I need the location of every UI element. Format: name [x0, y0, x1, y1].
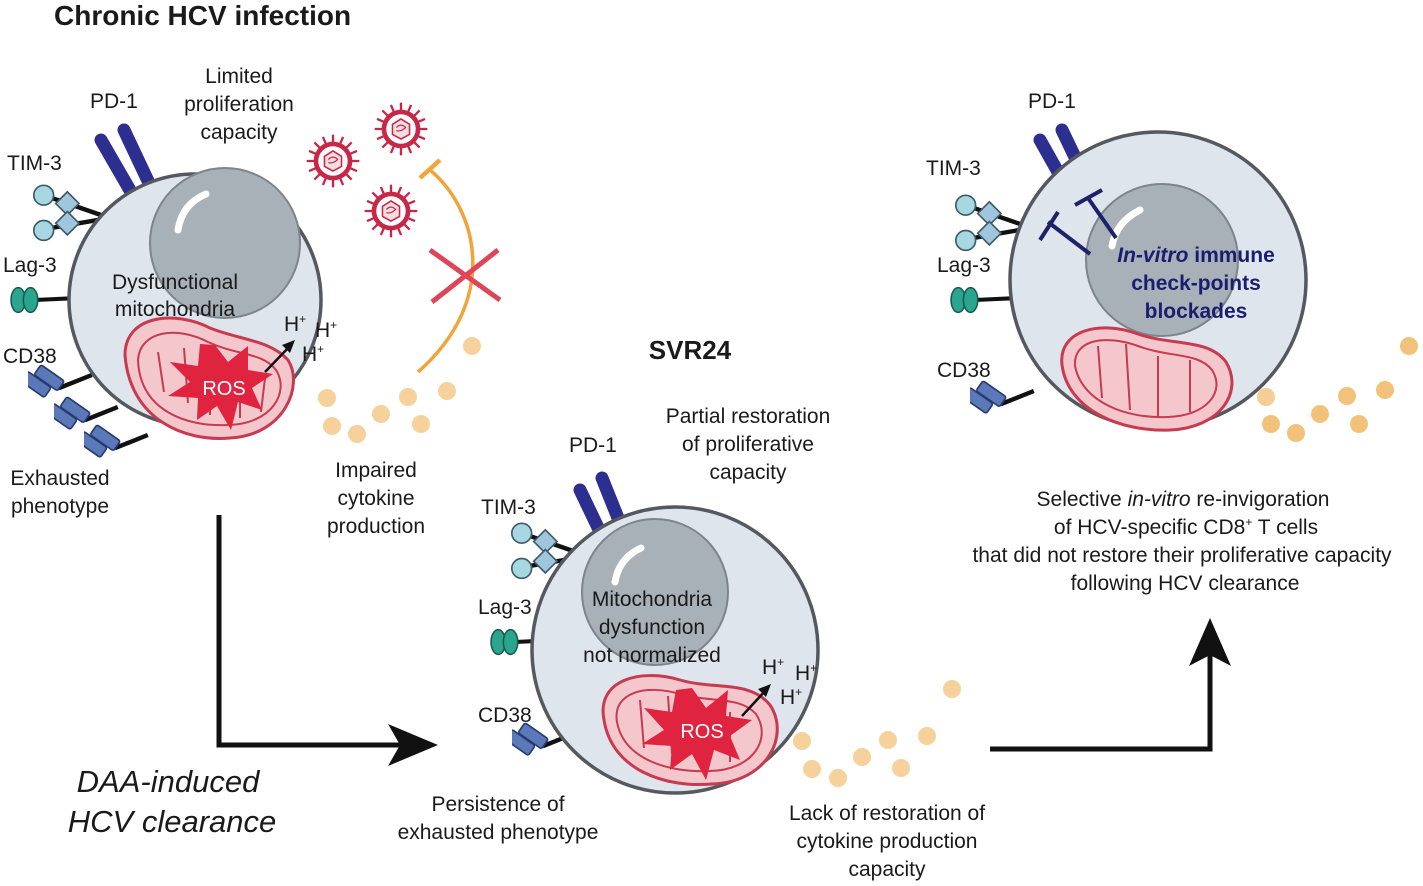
right-cd38-label: CD38 [937, 359, 991, 382]
middle-lag3-label: Lag-3 [478, 596, 532, 619]
blockade-line-1: In-vitro immune [1117, 244, 1275, 267]
blockade-line-2: check-points [1131, 272, 1261, 295]
left-pd1-receptor [94, 133, 138, 199]
clearance-line-2: HCV clearance [67, 804, 277, 839]
lack-line-2: cytokine production [796, 830, 978, 853]
middle-ros-label: ROS [680, 721, 724, 743]
middle-h-arrow [741, 689, 767, 717]
impaired-line-2: cytokine [337, 487, 415, 510]
partial-line-3: capacity [709, 461, 787, 484]
left-cytokines [318, 337, 481, 443]
limited-line-1: Limited [205, 65, 273, 88]
partial-line-2: of proliferative [682, 433, 814, 456]
selective-line-2: of HCV-specific CD8+ T cells [1053, 515, 1319, 539]
selective-line-3: that did not restore their proliferative… [972, 544, 1392, 567]
dysfunctional-line-1: Dysfunctional [111, 271, 239, 294]
middle-pd1-label: PD-1 [569, 434, 617, 457]
right-tim3-receptor [956, 195, 1023, 250]
right-pd1-label: PD-1 [1028, 90, 1076, 113]
middle-h-arrowhead [758, 684, 771, 697]
blockade-inhibitor-icon [1038, 188, 1118, 256]
mito-line-2: dysfunction [598, 616, 706, 639]
middle-cytokines [793, 680, 961, 787]
middle-h-ion-3: H+ [780, 685, 803, 709]
persistence-line-2: exhausted phenotype [397, 821, 599, 844]
left-h-ion-3: H+ [302, 342, 325, 366]
middle-nucleus [581, 518, 729, 666]
left-h-arrowhead [282, 340, 295, 353]
partial-line-1: Partial restoration [665, 405, 831, 428]
middle-h-ion-2: H+ [795, 661, 818, 685]
cross-icon-2 [430, 248, 500, 304]
middle-h-ion: H+ [762, 655, 785, 679]
left-h-arrow [264, 345, 291, 373]
lack-line-3: capacity [848, 858, 926, 881]
middle-ros-burst [642, 688, 752, 780]
lack-line-1: Lack of restoration of [788, 802, 986, 825]
middle-cell-group [491, 471, 820, 795]
selective-line-1: Selective in-vitro re-invigoration [1036, 488, 1330, 511]
right-lag3-label: Lag-3 [937, 254, 991, 277]
clearance-arrowhead [388, 724, 438, 766]
left-lag3-label: Lag-3 [3, 254, 57, 277]
blockade-line-3: blockades [1144, 300, 1248, 323]
impaired-line-3: production [326, 515, 426, 538]
mito-line-3: not normalized [583, 644, 721, 667]
left-tim3-label: TIM-3 [7, 152, 62, 175]
left-pd1-receptor-2 [117, 123, 156, 190]
clearance-arrow [216, 515, 405, 748]
left-cd38-receptor-3 [77, 425, 148, 458]
left-ros-label: ROS [202, 378, 246, 400]
right-tim3-label: TIM-3 [926, 157, 981, 180]
left-pd1-label: PD-1 [90, 90, 138, 113]
virus-icon [305, 133, 361, 189]
exhausted-line-1: Exhausted [10, 467, 110, 490]
dysfunctional-line-2: mitochondria [114, 298, 236, 321]
right-cell-group [951, 123, 1308, 432]
middle-cd38-label: CD38 [478, 704, 532, 727]
impaired-line-1: Impaired [335, 459, 417, 482]
limited-line-3: capacity [200, 121, 278, 144]
left-cell-group [11, 123, 323, 458]
selective-line-4: following HCV clearance [1070, 572, 1300, 595]
middle-tim3-label: TIM-3 [481, 496, 536, 519]
persistence-line-1: Persistence of [431, 793, 565, 816]
exhausted-line-2: phenotype [10, 495, 110, 518]
clearance-line-1: DAA-induced [76, 764, 260, 799]
left-h-ion-2: H+ [315, 318, 338, 342]
svr24-title: SVR24 [648, 335, 732, 365]
right-nucleus-highlight [1108, 206, 1144, 250]
middle-nucleus-highlight [611, 544, 645, 586]
limited-line-2: proliferation [184, 93, 294, 116]
virus-icon-3 [363, 183, 419, 239]
reinvigoration-arrowhead [1189, 618, 1231, 666]
virus-icon-2 [373, 101, 429, 157]
left-cd38-receptor-2 [47, 397, 118, 430]
left-nucleus-highlight [174, 190, 210, 234]
figure-title: Chronic HCV infection [54, 0, 352, 31]
right-cd38-receptor [963, 381, 1034, 414]
inhibition-bar [418, 158, 442, 180]
reinvigoration-arrow [990, 650, 1213, 752]
right-cytokines [1257, 337, 1418, 442]
inhibition-arc [416, 168, 475, 374]
left-h-ion: H+ [284, 312, 307, 336]
right-mitochondrion [1060, 326, 1234, 432]
left-cd38-label: CD38 [3, 345, 57, 368]
left-ros-burst [168, 344, 273, 430]
mito-line-1: Mitochondria [591, 588, 713, 611]
